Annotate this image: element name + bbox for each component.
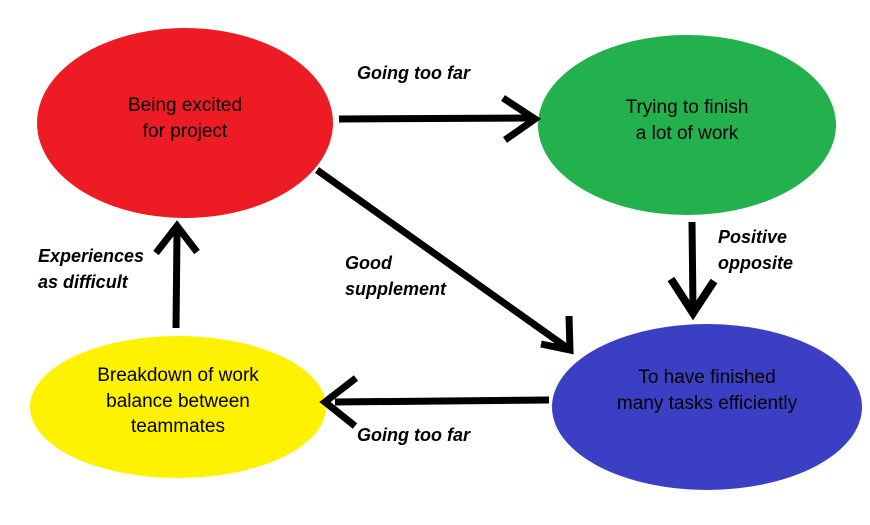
- node-shape-trying[interactable]: [538, 35, 836, 215]
- arrow-finished-to-breakdown: [319, 375, 550, 429]
- edge-label-going-too-far-bottom: Going too far: [357, 425, 470, 445]
- edge-label-experiences-as-difficult: Experiences as difficult: [38, 246, 145, 293]
- edge-label-positive-opposite: Positive opposite: [718, 227, 793, 274]
- edge-label-going-too-far-top: Going too far: [357, 63, 470, 83]
- arrow-excited-to-trying: [338, 95, 542, 143]
- arrow-trying-to-finished: [667, 221, 718, 321]
- node-shape-excited[interactable]: [37, 28, 333, 218]
- node-shape-breakdown[interactable]: [30, 336, 326, 478]
- arrow-excited-to-finished: [314, 167, 574, 355]
- arrow-breakdown-to-excited: [153, 220, 200, 329]
- edge-label-good-supplement: Good supplement: [345, 253, 447, 300]
- node-shape-finished[interactable]: [552, 324, 862, 490]
